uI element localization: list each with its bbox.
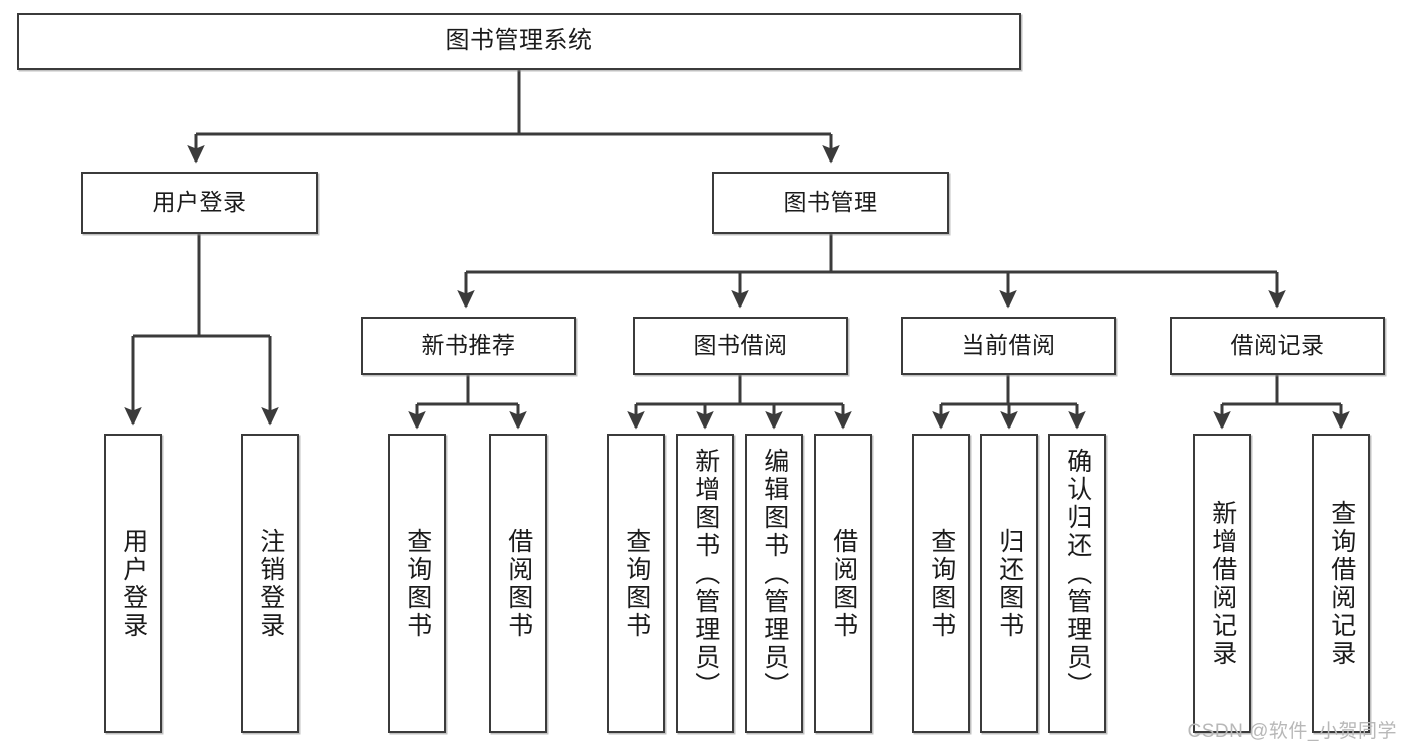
node-leaf-logout-label: 注销登录	[256, 527, 285, 640]
node-leaf-query-record[interactable]: 查询借阅记录	[1312, 434, 1370, 733]
node-current-borrow[interactable]: 当前借阅	[901, 317, 1116, 375]
node-leaf-logout[interactable]: 注销登录	[241, 434, 299, 733]
node-new-book-rec-label: 新书推荐	[421, 332, 516, 359]
node-leaf-borrow-book-a-label: 借阅图书	[504, 527, 533, 640]
node-leaf-user-login[interactable]: 用户登录	[104, 434, 162, 733]
node-leaf-query-book-a-label: 查询图书	[403, 527, 432, 640]
node-book-borrow-label: 图书借阅	[693, 332, 788, 359]
node-leaf-query-book-b-label: 查询图书	[622, 527, 651, 640]
node-book-manage-label: 图书管理	[783, 189, 878, 216]
node-leaf-add-record[interactable]: 新增借阅记录	[1193, 434, 1251, 733]
node-book-borrow[interactable]: 图书借阅	[633, 317, 848, 375]
node-leaf-user-login-label: 用户登录	[119, 527, 148, 640]
node-user-login-label: 用户登录	[152, 189, 247, 216]
node-root[interactable]: 图书管理系统	[17, 13, 1021, 70]
node-user-login[interactable]: 用户登录	[81, 172, 318, 234]
node-leaf-confirm-return[interactable]: 确认归还（管理员）	[1048, 434, 1106, 733]
node-leaf-add-book[interactable]: 新增图书（管理员）	[676, 434, 734, 733]
node-leaf-edit-book[interactable]: 编辑图书（管理员）	[745, 434, 803, 733]
node-leaf-query-book-b[interactable]: 查询图书	[607, 434, 665, 733]
csdn-watermark: CSDN @软件_小贺同学	[1187, 721, 1397, 742]
node-leaf-add-book-label: 新增图书（管理员）	[691, 448, 720, 700]
node-leaf-query-book-c-label: 查询图书	[927, 527, 956, 640]
node-borrow-record[interactable]: 借阅记录	[1170, 317, 1385, 375]
node-leaf-add-record-label: 新增借阅记录	[1208, 499, 1237, 668]
node-current-borrow-label: 当前借阅	[961, 332, 1056, 359]
node-leaf-borrow-book-b-label: 借阅图书	[829, 527, 858, 640]
node-leaf-borrow-book-a[interactable]: 借阅图书	[489, 434, 547, 733]
node-leaf-query-book-c[interactable]: 查询图书	[912, 434, 970, 733]
node-leaf-query-book-a[interactable]: 查询图书	[388, 434, 446, 733]
node-borrow-record-label: 借阅记录	[1230, 332, 1325, 359]
node-leaf-edit-book-label: 编辑图书（管理员）	[760, 448, 789, 700]
node-new-book-rec[interactable]: 新书推荐	[361, 317, 576, 375]
node-book-manage[interactable]: 图书管理	[712, 172, 949, 234]
node-leaf-confirm-return-label: 确认归还（管理员）	[1063, 448, 1092, 700]
node-leaf-return-book-label: 归还图书	[995, 527, 1024, 640]
node-leaf-borrow-book-b[interactable]: 借阅图书	[814, 434, 872, 733]
node-root-label: 图书管理系统	[445, 27, 593, 55]
node-leaf-query-record-label: 查询借阅记录	[1327, 499, 1356, 668]
node-leaf-return-book[interactable]: 归还图书	[980, 434, 1038, 733]
